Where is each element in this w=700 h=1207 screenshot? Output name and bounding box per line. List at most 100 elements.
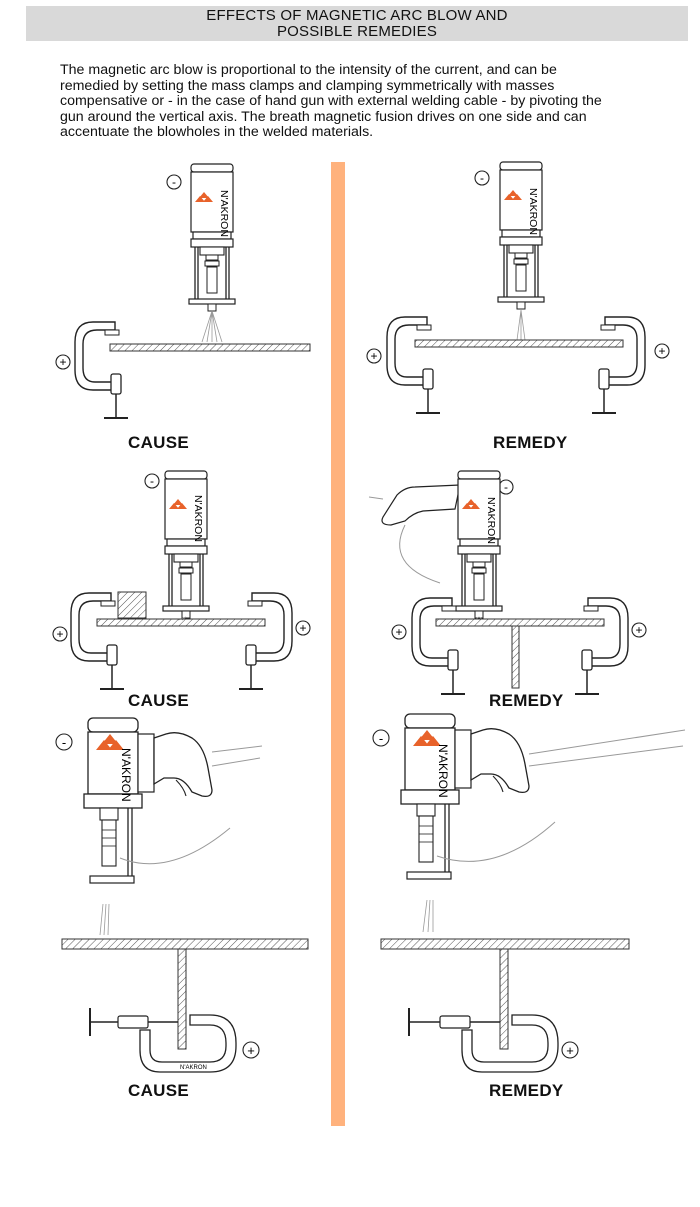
diagram-cause-1: - N'AKRON + CAUSE (0, 150, 330, 460)
ground-clamp-left (70, 592, 125, 690)
plus-sign: + (635, 623, 642, 637)
workpiece-plate (435, 618, 605, 627)
diagram-remedy-2: - N'AKRON + + REMEDY (345, 465, 700, 715)
intro-line-4: gun around the vertical axis. The breath… (60, 108, 587, 125)
brand-label: N'AKRON (436, 744, 450, 798)
ground-clamp-left (411, 597, 466, 695)
ground-clamp-right (238, 592, 293, 690)
brand-label: N'AKRON (119, 748, 133, 802)
panel-caption: REMEDY (493, 433, 568, 452)
brand-label: N'AKRON (485, 497, 497, 544)
workpiece-plate (380, 938, 630, 950)
positive-terminal-icon-right (631, 622, 647, 638)
brand-label: N'AKRON (218, 190, 230, 237)
cable-line (399, 524, 441, 584)
page-title-line-1: EFFECTS OF MAGNETIC ARC BLOW AND (206, 7, 508, 24)
positive-terminal-icon (242, 1041, 260, 1059)
diagram-remedy-1: - N'AKRON + + REMEDY (345, 150, 700, 460)
cable-line (119, 827, 231, 865)
ground-clamp-right (574, 597, 629, 695)
workpiece-plate (109, 343, 311, 352)
clamp-brand-label: N'AKRON (180, 1065, 207, 1071)
positive-terminal-icon (55, 354, 71, 370)
negative-terminal-icon (144, 473, 160, 489)
ground-clamp-left (386, 316, 441, 414)
negative-terminal-icon (166, 174, 182, 190)
arc-lines (201, 310, 223, 343)
workpiece-rib (499, 948, 509, 1050)
ground-clamp (74, 321, 129, 419)
intro-line-3: compensative or - in the case of hand gu… (60, 93, 602, 110)
diagram-remedy-2-graphic: - N'AKRON + + (368, 470, 647, 695)
plus-sign: + (370, 349, 377, 363)
plus-sign: + (299, 621, 306, 635)
negative-terminal-icon (372, 729, 390, 747)
plus-sign: + (658, 344, 665, 358)
diagram-cause-2-graphic: - N'AKRON + + (52, 470, 311, 690)
pistol-stud-welding-gun (400, 713, 530, 880)
minus-sign: - (172, 175, 176, 189)
plus-sign: + (247, 1043, 255, 1058)
title-bar: EFFECTS OF MAGNETIC ARC BLOW AND POSSIBL… (26, 6, 688, 41)
negative-terminal-icon (474, 170, 490, 186)
positive-terminal-icon-left (52, 626, 68, 642)
stud-welding-gun (162, 470, 210, 619)
diagram-cause-3: - N'AKRON N'AKRON + CAUSE (0, 710, 330, 1110)
ground-clamp (139, 1014, 237, 1073)
plus-sign: + (59, 355, 66, 369)
intro-line-5: accentuate the blowholes in the welded m… (60, 124, 374, 141)
stud-welding-gun (455, 470, 503, 619)
stud-welding-gun (497, 161, 545, 310)
minus-sign: - (62, 735, 66, 750)
panel-caption: REMEDY (489, 691, 564, 710)
panel-caption: REMEDY (489, 1081, 564, 1100)
brand-label: N'AKRON (527, 188, 539, 235)
ground-clamp (461, 1014, 559, 1073)
cable-line (368, 496, 384, 500)
minus-sign: - (480, 171, 484, 185)
diagram-remedy-3-graphic: - N'AKRON + (372, 713, 686, 1073)
diagram-cause-3-graphic: - N'AKRON N'AKRON + (55, 717, 309, 1073)
panel-caption: CAUSE (128, 433, 190, 452)
negative-terminal-icon (55, 733, 73, 751)
workpiece-plate (414, 339, 624, 348)
diagram-cause-1-graphic: - N'AKRON + (55, 163, 311, 419)
intro-line-1: The magnetic arc blow is proportional to… (60, 62, 557, 78)
pistol-stud-welding-gun (83, 717, 213, 884)
minus-sign: - (379, 731, 383, 746)
cable-line (528, 729, 686, 767)
intro-line-2: remedied by setting the mass clamps and … (60, 77, 555, 94)
arc-lines (99, 903, 110, 936)
diagram-cause-2: - N'AKRON + + CAUSE (0, 465, 330, 715)
workpiece-plate (96, 618, 266, 627)
panel-caption: CAUSE (128, 1081, 190, 1100)
positive-terminal-icon-left (366, 348, 382, 364)
stud-welding-gun (188, 163, 236, 312)
diagram-remedy-3: - N'AKRON + REMEDY (345, 710, 700, 1110)
compensating-mass-block (117, 591, 147, 619)
cable-line (436, 821, 556, 862)
clamp-screw-body (117, 1015, 149, 1029)
ground-clamp-right (591, 316, 646, 414)
plus-sign: + (56, 627, 63, 641)
workpiece-plate (61, 938, 309, 950)
positive-terminal-icon (561, 1041, 579, 1059)
gun-handle (381, 484, 461, 526)
clamp-screw-body (439, 1015, 471, 1029)
plus-sign: + (395, 625, 402, 639)
workpiece-rib (177, 948, 187, 1050)
workpiece-rib (511, 625, 520, 689)
positive-terminal-icon-right (654, 343, 670, 359)
cable-line (211, 745, 263, 767)
positive-terminal-icon-left (391, 624, 407, 640)
minus-sign: - (504, 480, 508, 494)
diagram-remedy-1-graphic: - N'AKRON + + (366, 161, 670, 414)
arc-lines (516, 309, 526, 341)
intro-paragraph: The magnetic arc blow is proportional to… (60, 62, 670, 141)
brand-label: N'AKRON (192, 495, 204, 542)
arc-lines (422, 899, 434, 933)
panel-caption: CAUSE (128, 691, 190, 710)
minus-sign: - (150, 474, 154, 488)
page-title-line-2: POSSIBLE REMEDIES (276, 23, 438, 40)
plus-sign: + (566, 1043, 574, 1058)
